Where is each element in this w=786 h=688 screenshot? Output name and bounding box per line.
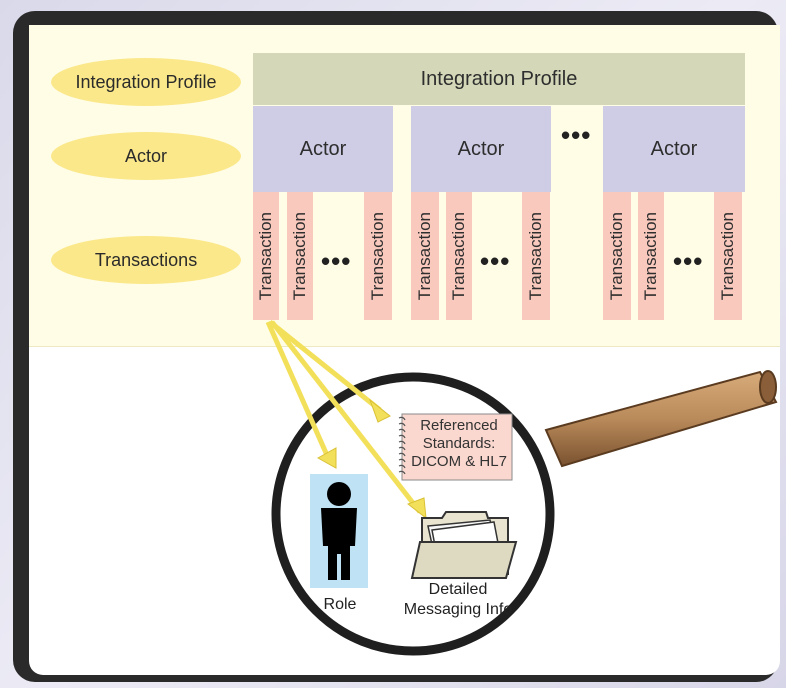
transaction-3-1: Transaction xyxy=(603,192,631,320)
legend-transactions: Transactions xyxy=(51,236,241,284)
integration-profile-bar: Integration Profile xyxy=(253,53,745,105)
magnifying-glass-handle xyxy=(544,370,778,468)
folder-icon xyxy=(410,511,518,579)
referenced-standards-label: Referenced Standards: DICOM & HL7 xyxy=(411,417,507,470)
transaction-2-3: Transaction xyxy=(522,192,550,320)
actor-label-1: Actor xyxy=(299,137,347,160)
notepad-icon xyxy=(398,413,513,481)
transaction-1-1: Transaction xyxy=(253,192,279,320)
legend-transactions-label: Transactions xyxy=(94,249,198,270)
transaction-2-2: Transaction xyxy=(446,192,472,320)
legend-actor: Actor xyxy=(51,132,241,180)
arrow-icon xyxy=(265,320,427,520)
transaction-3-3: Transaction xyxy=(714,192,742,320)
legend-integration-profile: Integration Profile xyxy=(51,58,241,106)
transaction-3-2: Transaction xyxy=(638,192,664,320)
legend-actor-label: Actor xyxy=(124,145,167,166)
actor-label-2: Actor xyxy=(457,137,505,160)
actor-ellipsis: ••• xyxy=(561,120,592,150)
actor-box-1: Actor xyxy=(253,106,393,192)
transaction-ellipsis-3: ••• xyxy=(673,246,704,276)
transaction-ellipsis-2: ••• xyxy=(480,246,511,276)
integration-profile-title: Integration Profile xyxy=(420,67,578,90)
legend-integration-profile-label: Integration Profile xyxy=(75,71,217,92)
transaction-2-1: Transaction xyxy=(411,192,439,320)
role-label: Role xyxy=(323,596,357,613)
actor-box-3: Actor xyxy=(603,106,745,192)
detailed-messaging-label: Detailed Messaging Info xyxy=(403,581,513,618)
transaction-ellipsis-1: ••• xyxy=(321,246,352,276)
transaction-1-3: Transaction xyxy=(364,192,392,320)
transaction-1-2: Transaction xyxy=(287,192,313,320)
actor-label-3: Actor xyxy=(650,137,698,160)
actor-box-2: Actor xyxy=(411,106,551,192)
person-icon xyxy=(310,474,368,588)
